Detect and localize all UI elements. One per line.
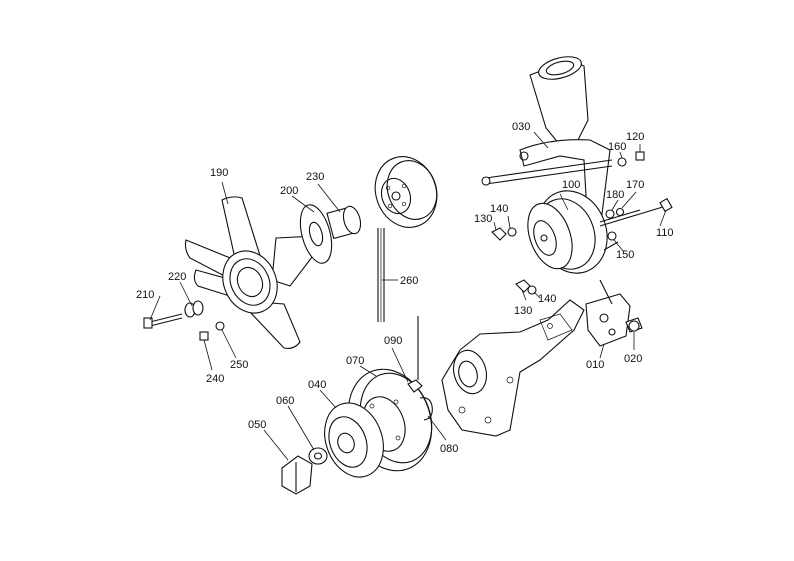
gear-case-drawing bbox=[441, 299, 585, 437]
label-part-240: 240 bbox=[206, 373, 224, 385]
label-part-260: 260 bbox=[400, 275, 418, 287]
label-part-050: 050 bbox=[248, 419, 266, 431]
leader-lines bbox=[149, 131, 667, 461]
damper-hub-drawing bbox=[324, 402, 384, 478]
label-part-070: 070 bbox=[346, 355, 364, 367]
label-part-160: 160 bbox=[608, 141, 626, 153]
label-part-140-upper: 140 bbox=[490, 203, 508, 215]
label-part-170: 170 bbox=[626, 179, 644, 191]
label-part-060: 060 bbox=[276, 395, 294, 407]
label-part-040: 040 bbox=[308, 379, 326, 391]
belt-drawing bbox=[377, 228, 385, 322]
label-part-190: 190 bbox=[210, 167, 228, 179]
fan-spacer-drawing bbox=[299, 204, 362, 264]
label-part-220: 220 bbox=[168, 271, 186, 283]
label-part-230: 230 bbox=[306, 171, 324, 183]
alt-mount-bracket-drawing bbox=[585, 279, 643, 347]
alternator-drawing bbox=[527, 190, 667, 274]
crank-bolt-drawing bbox=[281, 447, 328, 495]
label-part-140-lower: 140 bbox=[538, 293, 556, 305]
pump-pulley-drawing bbox=[374, 156, 438, 228]
label-part-020: 020 bbox=[624, 353, 642, 365]
label-part-100: 100 bbox=[562, 179, 580, 191]
label-part-130-lower: 130 bbox=[514, 305, 532, 317]
part-labels: 190 200 230 260 220 210 240 250 030 100 … bbox=[136, 121, 674, 455]
label-part-010: 010 bbox=[586, 359, 604, 371]
label-part-130-upper: 130 bbox=[474, 213, 492, 225]
label-part-200: 200 bbox=[280, 185, 298, 197]
label-part-150: 150 bbox=[616, 249, 634, 261]
label-part-210: 210 bbox=[136, 289, 154, 301]
label-part-090: 090 bbox=[384, 335, 402, 347]
label-part-250: 250 bbox=[230, 359, 248, 371]
label-part-180: 180 bbox=[606, 189, 624, 201]
label-part-120: 120 bbox=[626, 131, 644, 143]
fan-drawing bbox=[184, 196, 323, 349]
label-part-110: 110 bbox=[656, 227, 674, 239]
label-part-030: 030 bbox=[512, 121, 530, 133]
label-part-080: 080 bbox=[440, 443, 458, 455]
small-hardware-drawing bbox=[143, 151, 673, 421]
